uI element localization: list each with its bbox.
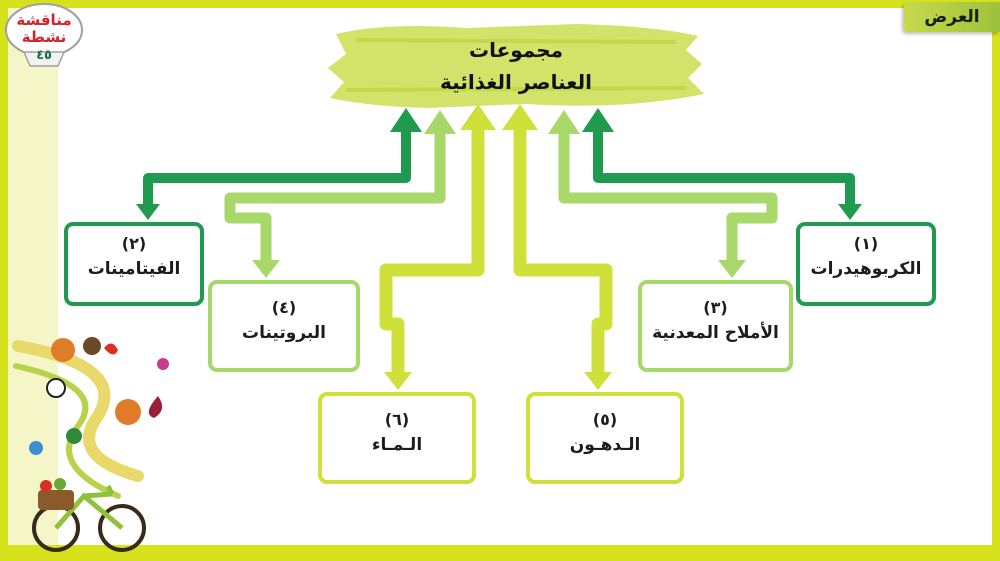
group-number: (٥) (592, 410, 618, 429)
arrowhead-up (582, 108, 614, 132)
food-bicycle-illustration (12, 337, 169, 552)
arrowhead-up (460, 104, 496, 130)
arrowhead-down (384, 372, 412, 390)
slide-canvas: مجموعات العناصر الغذائية (١) الكربوهيدرا… (8, 8, 992, 553)
orange-icon (51, 338, 75, 362)
group-box-minerals: (٣) الأملاح المعدنية (638, 280, 793, 372)
ball-icon (46, 378, 66, 398)
title-line-1: مجموعات (468, 38, 563, 62)
arrowhead-up (502, 104, 538, 130)
arrow-fats (513, 126, 613, 374)
bottom-frame-bar (8, 545, 992, 553)
group-label: الكربوهيدرات (810, 259, 922, 279)
arrowhead-up (548, 110, 580, 134)
section-tag: العرض (904, 2, 1000, 32)
group-number: (٢) (121, 234, 147, 253)
group-label: الـمـاء (371, 435, 423, 455)
group-label: البروتينات (241, 323, 327, 343)
group-label: الـدهـون (569, 435, 641, 455)
badge-line-2: نشطة (21, 28, 67, 46)
group-label: الفيتامينات (87, 259, 181, 279)
group-number: (٦) (384, 410, 410, 429)
pumpkin-icon (115, 399, 141, 425)
group-box-proteins: (٤) البروتينات (208, 280, 360, 372)
badge-line-1: مناقشة (16, 11, 72, 29)
group-box-fats: (٥) الـدهـون (526, 392, 684, 484)
active-discussion-badge: مناقشة نشطة ٤٥ (4, 2, 84, 68)
badge-number: ٤٥ (36, 48, 52, 63)
title-line-2: العناصر الغذائية (440, 70, 592, 94)
arrow-proteins (224, 130, 446, 262)
group-number: (٤) (271, 298, 297, 317)
group-box-water: (٦) الـمـاء (318, 392, 476, 484)
arrowhead-down (136, 204, 160, 220)
arrowhead-down (838, 204, 862, 220)
basket-icon (38, 490, 74, 510)
arrowhead-down (252, 260, 280, 278)
brush-stroke-background (328, 24, 704, 108)
connector-arrows (136, 104, 862, 390)
group-number: (٣) (703, 298, 728, 317)
arrow-water (379, 126, 485, 374)
arrowhead-up (424, 110, 456, 134)
left-decorative-strip (8, 8, 58, 553)
bicycle-wheel-icon (98, 504, 146, 552)
arrow-carbohydrates (593, 128, 855, 206)
arrow-minerals (558, 130, 778, 262)
arrowhead-down (718, 260, 746, 278)
pepper-icon (104, 343, 118, 355)
group-label: الأملاح المعدنية (652, 323, 779, 343)
group-box-carbohydrates: (١) الكربوهيدرات (796, 222, 936, 306)
diagram-title: مجموعات العناصر الغذائية (326, 20, 706, 112)
arrowhead-down (584, 372, 612, 390)
group-number: (١) (853, 234, 879, 253)
arrowhead-up (390, 108, 422, 132)
arrow-vitamins (143, 128, 411, 206)
broccoli-icon (66, 428, 82, 444)
group-box-vitamins: (٢) الفيتامينات (64, 222, 204, 306)
